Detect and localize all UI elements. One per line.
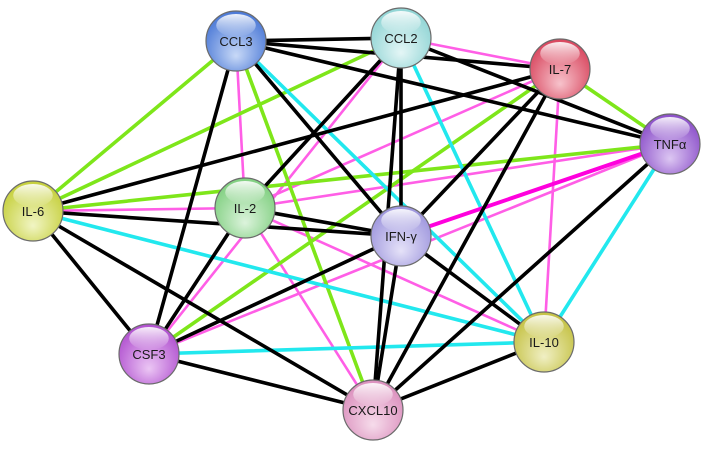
node-label: TNFα bbox=[654, 137, 687, 152]
node-label: IL-10 bbox=[529, 335, 559, 350]
node-highlight bbox=[524, 315, 564, 338]
node-highlight bbox=[540, 42, 580, 65]
node-label: IL-7 bbox=[549, 62, 571, 77]
edge-il7-cxcl10 bbox=[371, 67, 562, 412]
edge-ccl2-il10 bbox=[399, 36, 546, 344]
edge-csf3-cxcl10 bbox=[147, 352, 375, 412]
edge-csf3-il10 bbox=[147, 340, 546, 356]
node-highlight bbox=[13, 184, 53, 207]
node-label: CXCL10 bbox=[348, 403, 397, 418]
edge-il6-ifng bbox=[31, 209, 403, 238]
edge-ifng-csf3 bbox=[147, 234, 403, 356]
node-il6[interactable]: IL-6 bbox=[2, 180, 64, 242]
edge-ccl3-il6 bbox=[31, 39, 238, 213]
node-label: IL-2 bbox=[234, 201, 256, 216]
node-highlight bbox=[353, 383, 393, 406]
edge-il6-csf3 bbox=[31, 209, 151, 356]
edge-il10-cxcl10 bbox=[371, 340, 546, 412]
node-csf3[interactable]: CSF3 bbox=[118, 323, 180, 385]
node-highlight bbox=[381, 209, 421, 232]
node-label: CCL2 bbox=[384, 31, 417, 46]
edge-il7-il10 bbox=[542, 67, 562, 344]
node-label: IL-6 bbox=[22, 204, 44, 219]
edge-ccl3-csf3 bbox=[147, 39, 238, 356]
node-il7[interactable]: IL-7 bbox=[529, 38, 591, 100]
edge-il2-cxcl10 bbox=[243, 206, 375, 412]
node-highlight bbox=[225, 181, 265, 204]
node-tnfa[interactable]: TNFα bbox=[639, 113, 701, 175]
edge-il6-il2 bbox=[31, 206, 247, 213]
node-label: CSF3 bbox=[132, 347, 165, 362]
node-highlight bbox=[129, 327, 169, 350]
edge-ccl3-ifng bbox=[234, 39, 403, 238]
edge-ccl2-tnfa bbox=[399, 36, 672, 146]
node-label: IFN-γ bbox=[385, 229, 417, 244]
edge-tnfa-ifng bbox=[399, 142, 672, 238]
node-highlight bbox=[381, 11, 421, 34]
edge-il6-il10 bbox=[31, 209, 546, 344]
node-highlight bbox=[216, 14, 256, 37]
edge-tnfa-il10 bbox=[542, 142, 672, 344]
node-il10[interactable]: IL-10 bbox=[513, 311, 575, 373]
edge-ccl2-il2 bbox=[243, 36, 403, 210]
node-cxcl10[interactable]: CXCL10 bbox=[342, 379, 404, 441]
node-il2[interactable]: IL-2 bbox=[214, 177, 276, 239]
edge-il7-il6 bbox=[31, 67, 562, 213]
edge-il6-cxcl10 bbox=[31, 209, 375, 412]
edge-il7-csf3 bbox=[147, 67, 562, 356]
node-ifng[interactable]: IFN-γ bbox=[370, 205, 432, 267]
edge-tnfa-cxcl10 bbox=[371, 142, 672, 412]
edge-il7-ifng bbox=[399, 67, 562, 238]
edge-ccl3-tnfa bbox=[234, 39, 672, 146]
node-ccl2[interactable]: CCL2 bbox=[370, 7, 432, 69]
node-ccl3[interactable]: CCL3 bbox=[205, 10, 267, 72]
node-highlight bbox=[650, 116, 690, 140]
node-label: CCL3 bbox=[219, 34, 252, 49]
